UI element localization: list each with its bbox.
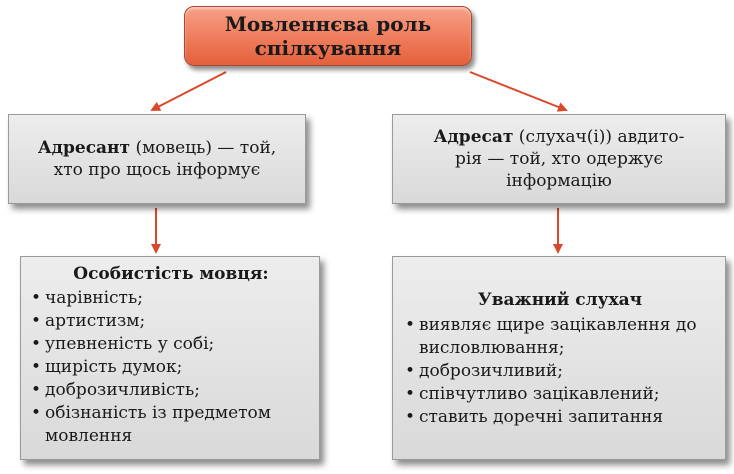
- speaker-qualities-node: Особистість мовця: •чарівність; •артисти…: [20, 256, 320, 460]
- list-item: •виявляє щире зацікавлення до висловлюва…: [405, 314, 715, 360]
- attentive-listener-title: Уважний слухач: [477, 290, 643, 310]
- addressee-definition-line2: рія — той, хто одержує: [454, 149, 664, 169]
- addressee-definition-line1: (слухач(і)) авдито-: [513, 127, 685, 147]
- bullet-icon: •: [405, 315, 416, 335]
- addressee-term: Адресат: [433, 127, 514, 147]
- list-item-text: доброзичливий;: [419, 361, 563, 381]
- list-item: •упевненість у собі;: [31, 333, 311, 356]
- list-item: •щирість думок;: [31, 356, 311, 379]
- addressee-definition-line3: інформацію: [506, 171, 612, 191]
- arrow-top-to-addressee: [469, 71, 568, 112]
- attentive-listener-node: Уважний слухач •виявляє щире зацікавленн…: [392, 256, 726, 460]
- list-item: •ставить доречні запитання: [405, 406, 715, 429]
- attentive-listener-list: •виявляє щире зацікавлення до висловлюва…: [405, 314, 715, 429]
- list-item: •артистизм;: [31, 310, 311, 333]
- list-item-text: доброзичливість;: [45, 380, 200, 400]
- addresser-term: Адресант: [37, 138, 131, 158]
- bullet-icon: •: [31, 403, 42, 423]
- bullet-icon: •: [31, 288, 42, 308]
- bullet-icon: •: [31, 311, 42, 331]
- bullet-icon: •: [31, 357, 42, 377]
- bullet-icon: •: [31, 334, 42, 354]
- addresser-definition-line1: (мовець) — той,: [130, 138, 277, 158]
- list-item-text: співчутливо зацікавлений;: [419, 384, 660, 404]
- list-item-text: упевненість у собі;: [45, 334, 215, 354]
- bullet-icon: •: [405, 361, 416, 381]
- bullet-icon: •: [31, 380, 42, 400]
- communication-role-node: Мовленнєва роль спілкування: [184, 6, 472, 66]
- arrow-top-to-addresser: [150, 71, 227, 111]
- speaker-qualities-title: Особистість мовця:: [73, 264, 269, 284]
- bullet-icon: •: [405, 384, 416, 404]
- communication-role-title-line1: Мовленнєва роль: [224, 12, 432, 36]
- list-item: •обізнаність із предметом мовлення: [31, 402, 311, 448]
- list-item-text: ставить доречні запитання: [419, 407, 664, 427]
- list-item: •доброзичливість;: [31, 379, 311, 402]
- speaker-qualities-list: •чарівність; •артистизм; •упевненість у …: [31, 287, 311, 448]
- list-item: •співчутливо зацікавлений;: [405, 383, 715, 406]
- addressee-node: Адресат (слухач(і)) авдито- рія — той, х…: [392, 114, 726, 204]
- list-item-text: чарівність;: [45, 288, 143, 308]
- list-item-text: обізнаність із предметом мовлення: [45, 403, 271, 446]
- bullet-icon: •: [405, 407, 416, 427]
- addresser-definition-line2: хто про щось інформує: [53, 160, 261, 180]
- addresser-node: Адресант (мовець) — той, хто про щось ін…: [8, 114, 306, 204]
- list-item-text: щирість думок;: [45, 357, 183, 377]
- list-item-text: виявляє щире зацікавлення до висловлюван…: [419, 315, 697, 358]
- list-item-text: артистизм;: [45, 311, 146, 331]
- communication-role-title-line2: спілкування: [254, 36, 402, 60]
- list-item: •доброзичливий;: [405, 360, 715, 383]
- list-item: •чарівність;: [31, 287, 311, 310]
